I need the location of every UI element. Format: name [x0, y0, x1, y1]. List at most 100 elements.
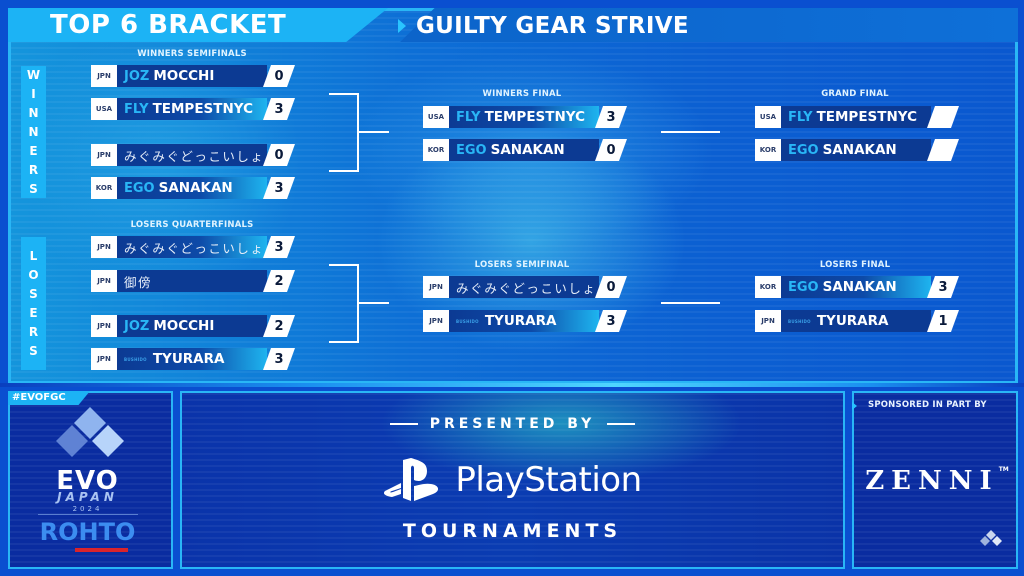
score: 3	[595, 106, 627, 128]
team-tag: JOZ	[124, 318, 150, 334]
player-name-bar: EGO SANAKAN	[781, 139, 931, 161]
player-slot[interactable]: JPN みぐみぐどっこいしょ 0	[91, 144, 296, 166]
player-slot[interactable]: USA FLY TEMPESTNYC	[755, 106, 960, 128]
bracket-connector	[329, 264, 359, 343]
player-slot[interactable]: JPN BUSHIDO TYURARA 3	[91, 348, 296, 370]
score: 0	[595, 276, 627, 298]
country-code: KOR	[423, 139, 449, 161]
losers-letter: E	[29, 305, 38, 320]
playstation-wordmark: PlayStation	[455, 460, 642, 500]
player-name: MOCCHI	[153, 68, 215, 84]
player-name-bar: 御傍	[117, 270, 267, 292]
bracket-title: TOP 6 BRACKET	[50, 10, 287, 40]
round-label-winners-semifinals: WINNERS SEMIFINALS	[137, 49, 247, 59]
score: 3	[263, 348, 295, 370]
team-tag: FLY	[456, 109, 481, 125]
winners-letter: S	[29, 181, 38, 196]
country-code: USA	[423, 106, 449, 128]
country-code: KOR	[755, 139, 781, 161]
playstation-logo: PlayStation	[180, 458, 845, 502]
country-code: JPN	[91, 236, 117, 258]
round-label-losers-quarterfinals: LOSERS QUARTERFINALS	[130, 220, 254, 230]
team-tag: JOZ	[124, 68, 150, 84]
player-name: TEMPESTNYC	[484, 109, 585, 125]
country-code: KOR	[91, 177, 117, 199]
play-arrow-icon	[398, 19, 406, 33]
player-name: みぐみぐどっこいしょ	[456, 280, 597, 296]
bracket-connector-line	[661, 302, 720, 304]
winners-letter: N	[28, 105, 39, 120]
evo-diamond-logo-icon	[56, 407, 124, 457]
player-slot[interactable]: KOR EGO SANAKAN 0	[423, 139, 628, 161]
winners-letter: E	[29, 143, 38, 158]
play-arrow-icon	[852, 402, 857, 410]
bracket-connector-line	[359, 302, 389, 304]
evo-logo-panel	[8, 391, 173, 569]
player-slot[interactable]: KOR EGO SANAKAN	[755, 139, 960, 161]
player-slot[interactable]: JPN みぐみぐどっこいしょ 3	[91, 236, 296, 258]
player-name: SANAKAN	[822, 279, 897, 295]
player-name-bar: FLY TEMPESTNYC	[449, 106, 599, 128]
round-label-losers-semifinal: LOSERS SEMIFINAL	[474, 260, 570, 270]
player-name: MOCCHI	[153, 318, 215, 334]
player-slot[interactable]: JPN BUSHIDO TYURARA 1	[755, 310, 960, 332]
player-name-bar: JOZ MOCCHI	[117, 65, 267, 87]
country-code: USA	[755, 106, 781, 128]
score: 0	[595, 139, 627, 161]
team-tag: FLY	[124, 101, 149, 117]
zenni-logo: ZENNITM	[852, 466, 1022, 496]
score: 0	[263, 65, 295, 87]
player-slot[interactable]: USA FLY TEMPESTNYC 3	[91, 98, 296, 120]
team-tag: FLY	[788, 109, 813, 125]
losers-letter: O	[28, 267, 39, 282]
country-code: JPN	[755, 310, 781, 332]
player-slot[interactable]: JPN JOZ MOCCHI 0	[91, 65, 296, 87]
player-slot[interactable]: KOR EGO SANAKAN 3	[755, 276, 960, 298]
team-tag: EGO	[788, 279, 819, 295]
country-code: USA	[91, 98, 117, 120]
score: 0	[263, 144, 295, 166]
player-name-bar: EGO SANAKAN	[781, 276, 931, 298]
player-name: TYURARA	[816, 313, 889, 329]
evo-wordmark: EVO	[56, 466, 119, 496]
country-code: JPN	[423, 310, 449, 332]
game-title: GUILTY GEAR STRIVE	[398, 10, 689, 42]
score: 3	[595, 310, 627, 332]
scanline-overlay	[182, 393, 843, 567]
player-slot[interactable]: KOR EGO SANAKAN 3	[91, 177, 296, 199]
score	[927, 106, 959, 128]
country-code: JPN	[91, 315, 117, 337]
player-name-bar: EGO SANAKAN	[117, 177, 267, 199]
evo-divider	[38, 514, 138, 515]
winners-side-label: W I N N E R S	[21, 66, 46, 198]
zenni-wordmark: ZENNI	[865, 466, 999, 496]
score: 3	[263, 177, 295, 199]
hashtag-tab: #EVOFGC	[8, 391, 90, 405]
winners-letter: N	[28, 124, 39, 139]
player-name-bar: BUSHIDO TYURARA	[117, 348, 267, 370]
player-name-bar: みぐみぐどっこいしょ	[117, 144, 267, 166]
trademark-mark: TM	[998, 466, 1009, 473]
player-slot[interactable]: JPN 御傍 2	[91, 270, 296, 292]
round-label-grand-final: GRAND FINAL	[821, 89, 889, 99]
player-name-bar: BUSHIDO TYURARA	[781, 310, 931, 332]
player-slot[interactable]: USA FLY TEMPESTNYC 3	[423, 106, 628, 128]
team-tag: BUSHIDO	[124, 356, 147, 362]
player-slot[interactable]: JPN BUSHIDO TYURARA 3	[423, 310, 628, 332]
player-name: TEMPESTNYC	[152, 101, 253, 117]
country-code: JPN	[423, 276, 449, 298]
player-slot[interactable]: JPN JOZ MOCCHI 2	[91, 315, 296, 337]
player-name: SANAKAN	[490, 142, 565, 158]
score: 3	[263, 236, 295, 258]
round-label-winners-final: WINNERS FINAL	[482, 89, 562, 99]
country-code: JPN	[91, 348, 117, 370]
player-name: SANAKAN	[822, 142, 897, 158]
player-name-bar: FLY TEMPESTNYC	[781, 106, 931, 128]
game-name: GUILTY GEAR STRIVE	[416, 13, 689, 39]
country-code: JPN	[91, 270, 117, 292]
player-name: TYURARA	[484, 313, 557, 329]
score: 2	[263, 315, 295, 337]
score: 3	[263, 98, 295, 120]
player-slot[interactable]: JPN みぐみぐどっこいしょ 0	[423, 276, 628, 298]
rohto-logo: ROHTO	[39, 518, 136, 546]
